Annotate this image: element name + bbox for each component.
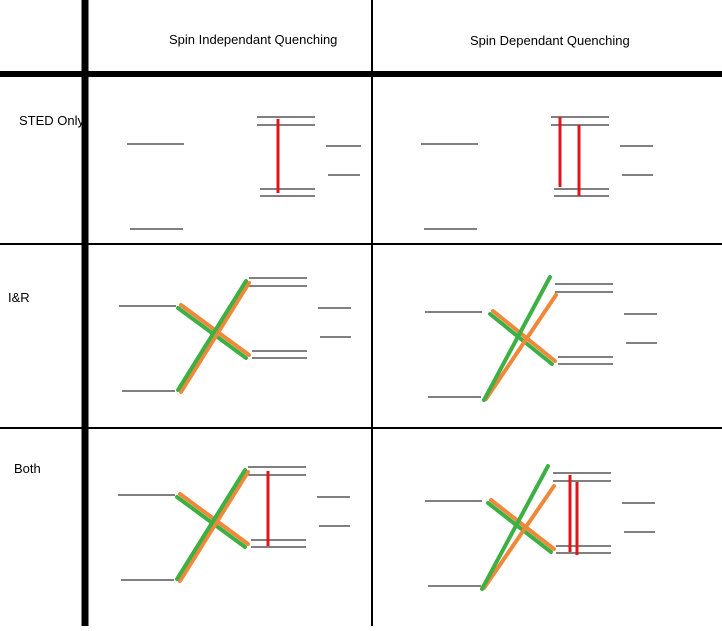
cell-sted-spin-dependent — [421, 116, 653, 230]
crossing-band-orange — [484, 293, 558, 401]
crossing-band-orange — [482, 484, 556, 590]
crossing-band-orange — [179, 281, 251, 394]
cell-both-spin-independent — [118, 466, 350, 583]
row-label-i-and-r: I&R — [8, 290, 30, 305]
energy-levels — [118, 466, 350, 581]
cell-both-spin-dependent — [425, 464, 655, 591]
crossing-band-orange — [489, 498, 556, 551]
crossing-band-green — [482, 275, 552, 402]
row-label-both: Both — [14, 461, 41, 476]
crossing-band-orange — [178, 470, 250, 583]
crossing-band-green — [480, 464, 550, 591]
crossing-band-green — [176, 279, 248, 392]
crossing-band-green — [175, 468, 247, 581]
cell-ir-spin-dependent — [425, 275, 657, 402]
crossing-band-green — [488, 312, 554, 366]
column-header-spin-dependent: Spin Dependant Quenching — [470, 33, 630, 48]
crossing-band-orange — [491, 309, 557, 363]
energy-levels — [119, 277, 351, 392]
intersystem-crossing — [480, 464, 556, 591]
cell-sted-spin-independent — [127, 116, 361, 230]
intersystem-crossing — [176, 279, 251, 394]
crossing-band-green — [486, 501, 553, 554]
row-label-sted-only: STED Only — [19, 113, 85, 128]
energy-levels — [425, 283, 657, 398]
energy-levels — [127, 116, 361, 230]
energy-levels — [421, 116, 653, 230]
column-header-spin-independent: Spin Independant Quenching — [169, 32, 338, 47]
intersystem-crossing — [482, 275, 558, 402]
cell-ir-spin-independent — [119, 277, 351, 394]
energy-levels — [425, 472, 655, 587]
intersystem-crossing — [175, 468, 250, 583]
